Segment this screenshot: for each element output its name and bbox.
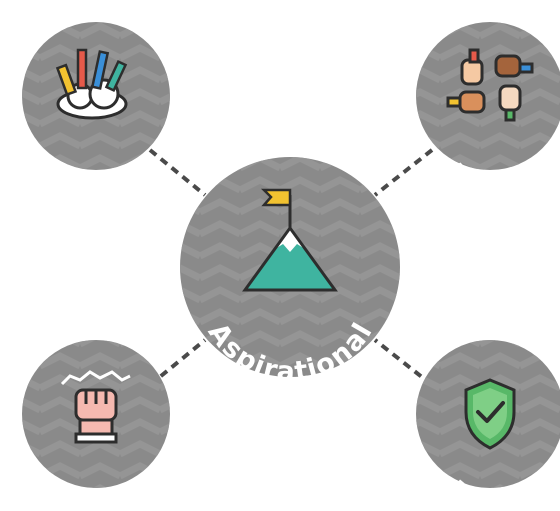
node-inclusive: Inclusive <box>416 22 560 193</box>
connector-creative <box>148 148 207 197</box>
connectors <box>148 148 434 387</box>
mountain-flag-icon <box>242 188 338 292</box>
node-proud: Proud <box>22 340 170 511</box>
raised-fist-icon <box>60 370 131 444</box>
check-shield-icon <box>464 378 516 450</box>
linked-hands-icon <box>446 48 534 122</box>
connector-resilient <box>373 338 434 387</box>
art-supplies-icon <box>55 48 128 120</box>
node-creative: Creative <box>22 22 170 194</box>
node-resilient: Resilient <box>416 340 560 510</box>
center-node: Aspirational <box>180 157 400 388</box>
connector-inclusive <box>373 148 434 197</box>
connector-proud <box>148 338 207 387</box>
